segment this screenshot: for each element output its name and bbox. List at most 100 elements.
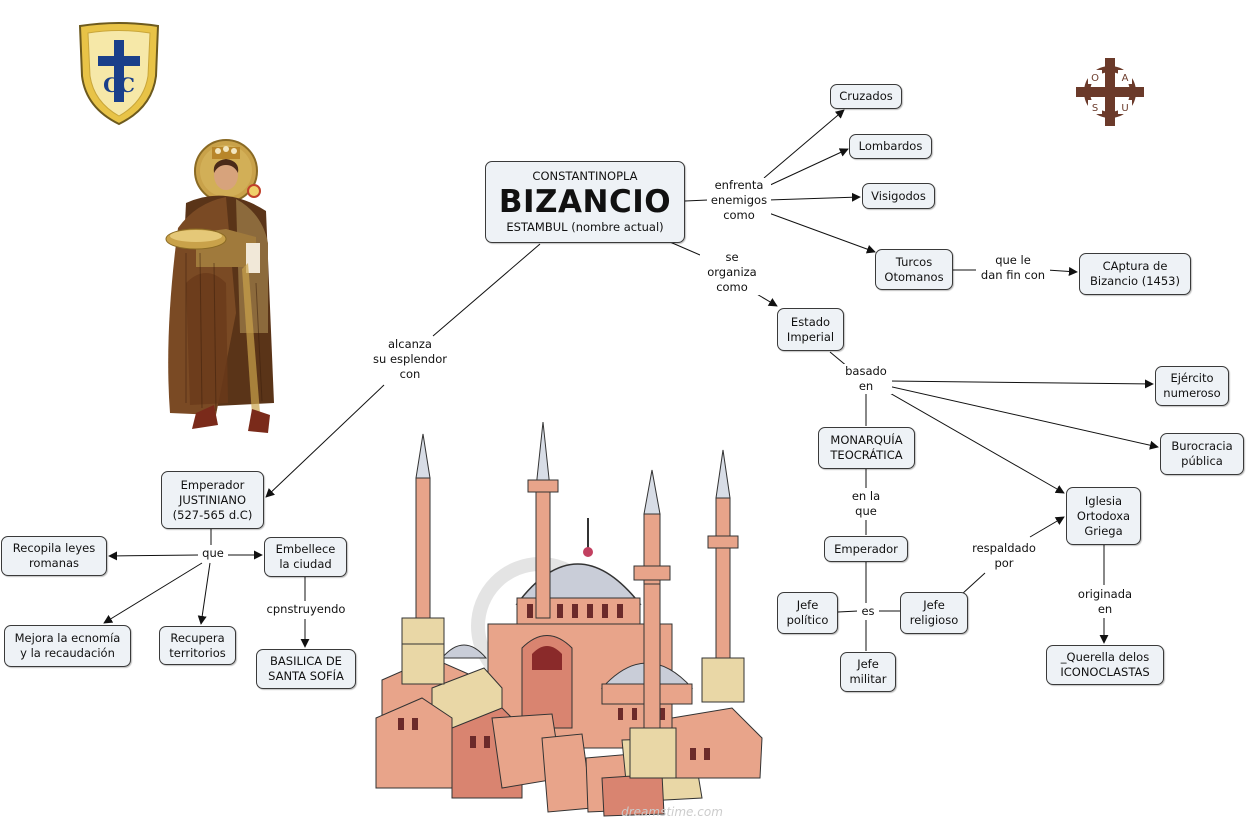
label-es-line-1: es bbox=[861, 604, 875, 618]
link-enfrenta-turcos bbox=[765, 211, 876, 254]
node-justiniano[interactable]: Emperador JUSTINIANO (527-565 d.C) bbox=[161, 471, 264, 529]
link-enfrenta-cruzados bbox=[763, 109, 845, 179]
node-jefe-politico-line-1: Jefe bbox=[796, 598, 819, 612]
node-recupera-line-1: Recupera bbox=[170, 630, 225, 645]
label-que-le: que le dan fin con bbox=[976, 253, 1050, 283]
node-turcos-line-2: Otomanos bbox=[884, 269, 944, 284]
shield-letters: CC bbox=[103, 73, 135, 97]
node-basilica-line-2: SANTA SOFÍA bbox=[268, 669, 344, 683]
label-que-line-1: que bbox=[202, 546, 224, 560]
hagia-sophia-illustration: dreamstime.com bbox=[375, 421, 763, 818]
node-jefe-politico-line-2: político bbox=[786, 613, 829, 627]
node-burocracia-line-2: pública bbox=[1181, 454, 1223, 468]
bizancio-title: BIZANCIO bbox=[498, 184, 672, 220]
node-embellece-line-2: la ciudad bbox=[279, 557, 332, 571]
node-jefe-politico[interactable]: Jefe político bbox=[777, 592, 838, 634]
node-jefe-militar-line-1: Jefe bbox=[857, 657, 879, 671]
node-bizancio[interactable]: CONSTANTINOPLA BIZANCIO ESTAMBUL (nombre… bbox=[485, 161, 685, 243]
label-enfrenta: enfrenta enemigos como bbox=[707, 178, 771, 223]
node-jefe-religioso[interactable]: Jefe religioso bbox=[900, 592, 968, 634]
link-es-politico bbox=[837, 610, 859, 613]
label-originada: originada en bbox=[1070, 587, 1140, 617]
logo-letter-a: A bbox=[1122, 73, 1129, 84]
label-que-le-line-2: dan fin con bbox=[980, 268, 1046, 282]
node-recupera[interactable]: Recupera territorios bbox=[159, 626, 236, 665]
logo-letter-s: S bbox=[1092, 103, 1098, 114]
node-justiniano-line-2: JUSTINIANO bbox=[178, 492, 247, 507]
label-enfrenta-line-3: como bbox=[723, 208, 755, 222]
node-monarquia-line-1: MONARQUÍA bbox=[830, 433, 903, 447]
link-quele-captura bbox=[1046, 266, 1078, 276]
link-que-recopila bbox=[108, 551, 200, 561]
node-recopila[interactable]: Recopila leyes romanas bbox=[1, 536, 107, 576]
label-en-la-line-1: en la bbox=[851, 489, 881, 503]
node-visigodos-line-1: Visigodos bbox=[871, 188, 926, 203]
link-religioso-respaldado bbox=[961, 572, 986, 595]
node-estado-line-2: Imperial bbox=[786, 329, 835, 344]
node-estado[interactable]: Estado Imperial bbox=[777, 308, 844, 351]
node-recupera-line-2: territorios bbox=[169, 645, 226, 660]
node-turcos[interactable]: Turcos Otomanos bbox=[875, 249, 953, 290]
label-originada-line-2: en bbox=[1097, 602, 1113, 616]
node-jefe-militar-line-2: militar bbox=[849, 672, 887, 686]
logo-letter-u: U bbox=[1121, 103, 1128, 114]
link-enfrenta-lombardos bbox=[767, 148, 849, 187]
node-mejora-line-2: y la recaudación bbox=[20, 646, 115, 660]
link-que-mejora bbox=[103, 562, 203, 624]
node-mejora[interactable]: Mejora la ecnomía y la recaudación bbox=[4, 625, 131, 667]
label-enfrenta-line-1: enfrenta bbox=[714, 178, 764, 192]
link-que-recupera bbox=[197, 562, 211, 625]
label-alcanza: alcanza su esplendor con bbox=[368, 337, 452, 382]
emperor-figure-image bbox=[165, 139, 274, 433]
node-iglesia[interactable]: Iglesia Ortodoxa Griega bbox=[1066, 487, 1141, 545]
node-cruzados[interactable]: Cruzados bbox=[830, 84, 902, 109]
node-emperador[interactable]: Emperador bbox=[824, 536, 908, 562]
shield-logo-icon: CC bbox=[78, 22, 160, 126]
node-captura[interactable]: CAptura de Bizancio (1453) bbox=[1079, 253, 1191, 295]
bizancio-top-text: CONSTANTINOPLA bbox=[532, 169, 638, 183]
node-mejora-line-1: Mejora la ecnomía bbox=[14, 631, 121, 645]
node-justiniano-line-3: (527-565 d.C) bbox=[172, 507, 253, 522]
node-jefe-religioso-line-1: Jefe bbox=[923, 598, 945, 612]
label-se-organiza-line-2: organiza bbox=[707, 265, 757, 279]
node-ejercito-line-1: Ejército bbox=[1170, 371, 1214, 385]
node-jefe-militar[interactable]: Jefe militar bbox=[840, 652, 896, 692]
node-iglesia-line-3: Griega bbox=[1084, 523, 1123, 538]
link-bizancio-seorganiza bbox=[669, 241, 701, 256]
node-querella[interactable]: _Querella delos ICONOCLASTAS bbox=[1046, 645, 1164, 685]
node-visigodos[interactable]: Visigodos bbox=[862, 183, 935, 209]
link-bizancio-enfrenta bbox=[684, 199, 709, 202]
node-captura-line-2: Bizancio (1453) bbox=[1090, 274, 1180, 288]
node-querella-line-2: ICONOCLASTAS bbox=[1060, 665, 1150, 679]
node-estado-line-1: Estado bbox=[790, 314, 831, 329]
label-basado-line-2: en bbox=[858, 379, 874, 393]
node-ejercito[interactable]: Ejército numeroso bbox=[1155, 366, 1229, 406]
node-iglesia-line-1: Iglesia bbox=[1084, 493, 1123, 508]
label-respaldado-line-1: respaldado bbox=[972, 541, 1036, 555]
node-jefe-religioso-line-2: religioso bbox=[909, 613, 959, 627]
label-se-organiza-line-3: como bbox=[716, 280, 748, 294]
node-emperador-line-1: Emperador bbox=[834, 541, 898, 556]
node-lombardos-line-1: Lombardos bbox=[858, 139, 923, 153]
link-enfrenta-visigodos bbox=[767, 192, 861, 202]
node-justiniano-line-1: Emperador bbox=[180, 477, 245, 492]
node-monarquia[interactable]: MONARQUÍA TEOCRÁTICA bbox=[818, 427, 915, 469]
node-embellece-line-1: Embellece bbox=[275, 542, 336, 556]
link-basado-iglesia bbox=[887, 391, 1065, 494]
node-burocracia[interactable]: Burocracia pública bbox=[1160, 433, 1244, 475]
label-basado: basado en bbox=[840, 364, 892, 394]
label-respaldado: respaldado por bbox=[965, 541, 1043, 571]
node-embellece[interactable]: Embellece la ciudad bbox=[264, 537, 347, 577]
label-alcanza-line-2: su esplendor bbox=[373, 352, 447, 366]
label-se-organiza-line-1: se bbox=[725, 250, 739, 264]
node-lombardos[interactable]: Lombardos bbox=[849, 134, 932, 159]
label-originada-line-1: originada bbox=[1077, 587, 1133, 601]
label-cpnstruyendo: cpnstruyendo bbox=[258, 602, 354, 617]
label-se-organiza: se organiza como bbox=[700, 250, 764, 295]
link-alcanza-justiniano bbox=[265, 384, 385, 498]
label-es: es bbox=[857, 604, 879, 619]
link-seorganiza-estado bbox=[754, 292, 778, 307]
watermark-text: dreamstime.com bbox=[621, 805, 723, 818]
node-basilica[interactable]: BASILICA DE SANTA SOFÍA bbox=[256, 649, 356, 689]
